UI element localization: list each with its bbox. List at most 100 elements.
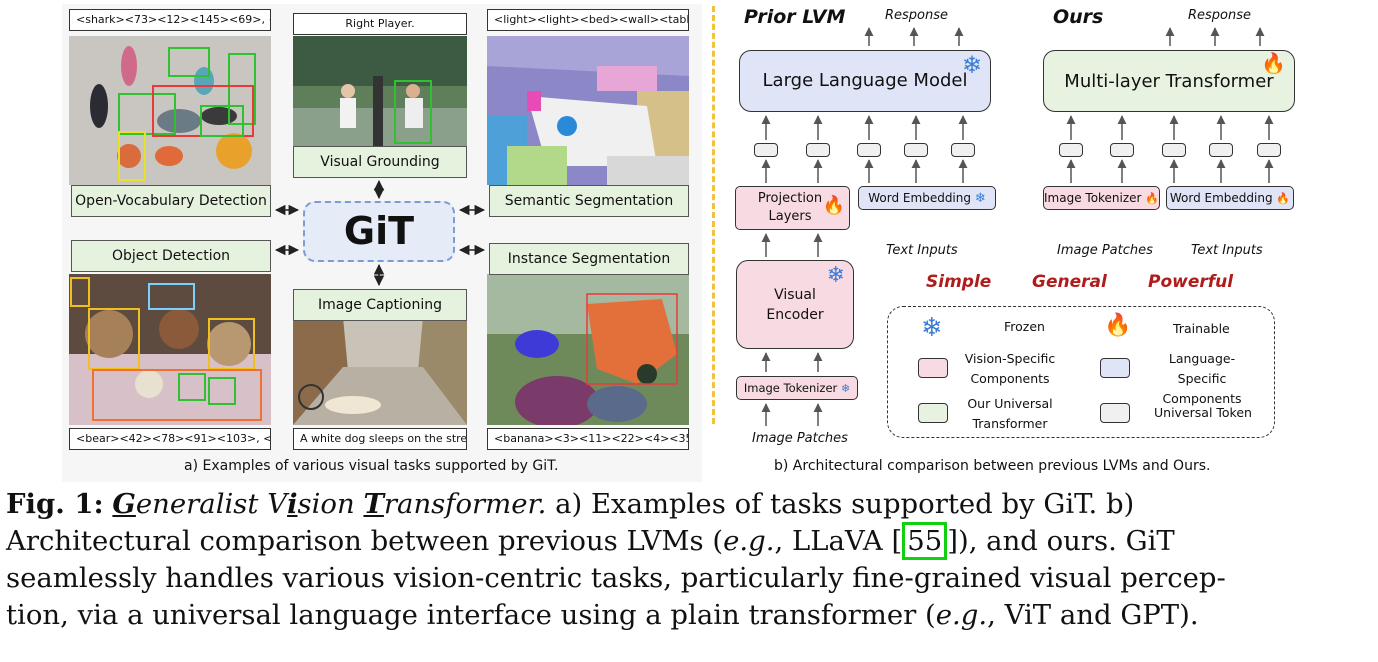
caption-line2-b: , LLaVA [ [774,525,903,557]
caption-line1-rest: a) Examples of tasks supported by GiT. b… [546,488,1135,520]
multi-layer-transformer-box: Multi-layer Transformer 🔥 [1043,50,1295,112]
citation-link[interactable]: 55 [902,522,948,560]
multi-layer-transformer-label: Multi-layer Transformer [1064,71,1274,92]
universal-token [1059,143,1083,157]
prior-word-embedding-label: Word Embedding [868,191,971,205]
projection-trainable-icon: 🔥 [822,195,845,216]
ours-image-patches-label: Image Patches [1057,243,1153,258]
caption-photo [293,317,467,425]
visual-encoder-box: Visual Encoder ❄ [736,260,854,349]
ours-text-inputs-label: Text Inputs [1191,243,1263,258]
legend-universal-transformer-swatch [918,403,948,423]
prior-image-tokenizer-label: Image Tokenizer [743,381,838,395]
task-object-detection: Object Detection [71,240,271,272]
keyword-simple: Simple [926,272,992,292]
universal-token [857,143,881,157]
prior-image-tokenizer-box: Image Tokenizer ❄ [736,376,858,400]
universal-token [1257,143,1281,157]
insseg-photo [487,274,689,425]
panel-a-caption: a) Examples of various visual tasks supp… [184,458,559,474]
prior-text-inputs-label: Text Inputs [886,243,958,258]
caption-t: T [363,488,384,520]
caption-line-4: tion, via a universal language interface… [6,597,1376,634]
ours-response-label: Response [1188,8,1252,23]
legend-trainable-icon: 🔥 [1104,313,1132,338]
task-visual-grounding: Visual Grounding [293,146,467,178]
ovd-token-bar: <shark><73><12><145><69>, <whale> ... [69,9,271,31]
legend-universal-token-swatch [1100,403,1130,423]
caption-i: i [287,488,298,520]
legend-frozen-icon: ❄ [921,313,943,343]
caption-line2-c: ]), and ours. GiT [947,525,1175,557]
prior-lvm-title: Prior LVM [744,6,846,28]
det-photo-art [69,277,271,425]
prior-response-label: Response [885,8,949,23]
word-embedding-frozen-icon: ❄ [974,191,986,206]
panel-b-caption: b) Architectural comparison between prev… [774,458,1211,474]
caption-photo-art [293,317,467,425]
ours-image-tokenizer-box: Image Tokenizer 🔥 [1043,186,1160,210]
large-language-model-label: Large Language Model [762,70,968,91]
semseg-photo-art [487,36,689,185]
universal-token [806,143,830,157]
image-tokenizer-trainable-icon: 🔥 [1145,192,1160,205]
ovd-photo [69,36,271,185]
visual-encoder-frozen-icon: ❄ [826,263,845,288]
legend-vision-swatch [918,358,948,378]
ours-title: Ours [1053,6,1104,28]
semseg-token-bar: <light><light><bed><wall><table> ... [487,9,689,31]
caption-line4-b: , ViT and GPT). [987,599,1199,631]
grounding-token-bar: Right Player. [293,13,467,35]
universal-token [951,143,975,157]
caption-line-2: Architectural comparison between previou… [6,522,1376,560]
task-image-captioning: Image Captioning [293,289,467,321]
keyword-powerful: Powerful [1148,272,1234,292]
prior-image-patches-label: Image Patches [752,431,848,446]
legend-universal-transformer-label: Our Universal Transformer [967,396,1053,431]
caption-v: V [267,488,288,520]
insseg-photo-art [487,274,689,425]
insseg-token-bar: <banana><3><11><22><4><35><62> ... [487,428,689,450]
projection-layers-label: Projection Layers [757,191,823,224]
caption-t-rest: ransformer. [383,488,547,520]
visual-encoder-label: Visual Encoder [766,287,824,323]
legend-universal-token-label: Universal Token [1154,405,1252,420]
universal-token [1162,143,1186,157]
panel-divider [712,6,715,424]
caption-g-rest: eneralist [135,488,268,520]
caption-g: G [112,488,136,520]
ours-word-embedding-label: Word Embedding [1169,191,1273,205]
word-embedding-trainable-icon: 🔥 [1276,192,1291,205]
det-photo [69,274,271,425]
ours-word-embedding-box: Word Embedding 🔥 [1166,186,1294,210]
caption-line-3: seamlessly handles various vision-centri… [6,562,1226,594]
universal-token [1209,143,1233,157]
figure-caption: Fig. 1: Generalist Vision Transformer. a… [6,486,1376,634]
large-language-model-box: Large Language Model ❄ [739,50,991,112]
caption-eg-2: e.g. [935,599,988,631]
task-semantic-segmentation: Semantic Segmentation [489,185,689,217]
universal-token [1110,143,1134,157]
semseg-photo [487,36,689,185]
prior-image-tokenizer-frozen-icon: ❄ [840,382,851,395]
legend-language-swatch [1100,358,1130,378]
ours-image-tokenizer-label: Image Tokenizer [1044,191,1142,205]
caption-line2-a: Architectural comparison between previou… [6,525,724,557]
grounding-photo-art [293,36,467,148]
universal-token [904,143,928,157]
caption-v-rest: sion [297,488,364,520]
llm-frozen-icon: ❄ [961,51,982,79]
ovd-photo-art [90,46,256,181]
task-open-vocabulary-detection: Open-Vocabulary Detection [71,185,271,217]
task-instance-segmentation: Instance Segmentation [489,243,689,275]
legend-box: ❄ Frozen 🔥 Trainable Vision-Specific Com… [887,306,1275,438]
universal-token [754,143,778,157]
mlt-trainable-icon: 🔥 [1261,51,1286,75]
legend-language-label: Language-Specific Components [1162,351,1242,406]
legend-frozen-label: Frozen [1004,319,1045,334]
keyword-general: General [1032,272,1107,292]
caption-eg: e.g. [723,525,775,557]
grounding-photo [293,36,467,148]
legend-trainable-label: Trainable [1173,321,1230,336]
caption-line4-a: tion, via a universal language interface… [6,599,936,631]
